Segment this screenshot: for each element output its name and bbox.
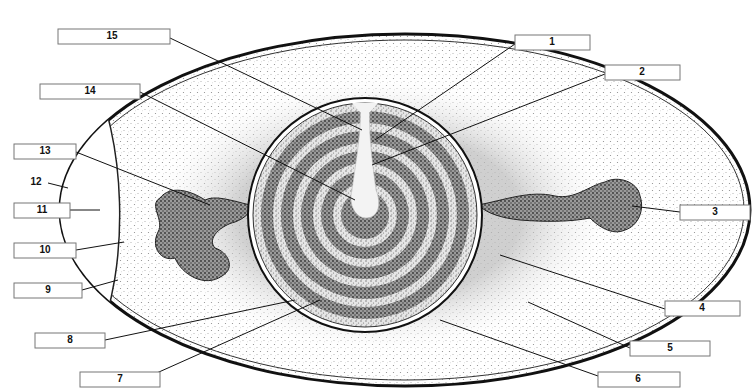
callout-number: 6 <box>635 374 641 384</box>
callout-number: 14 <box>84 86 95 96</box>
callout-number: 5 <box>667 343 673 353</box>
callout-number: 8 <box>67 335 73 345</box>
callout-number: 9 <box>45 285 51 295</box>
callout-number: 3 <box>712 207 718 217</box>
callout-number: 11 <box>37 205 48 215</box>
callout-number: 12 <box>30 177 41 187</box>
callout-number: 13 <box>39 146 50 156</box>
callout-number: 1 <box>549 37 555 47</box>
callout-number: 7 <box>117 374 123 384</box>
callout-number: 4 <box>699 303 705 313</box>
callout-number: 15 <box>106 31 117 41</box>
callout-number: 2 <box>639 67 645 77</box>
callout-number: 10 <box>39 245 50 255</box>
